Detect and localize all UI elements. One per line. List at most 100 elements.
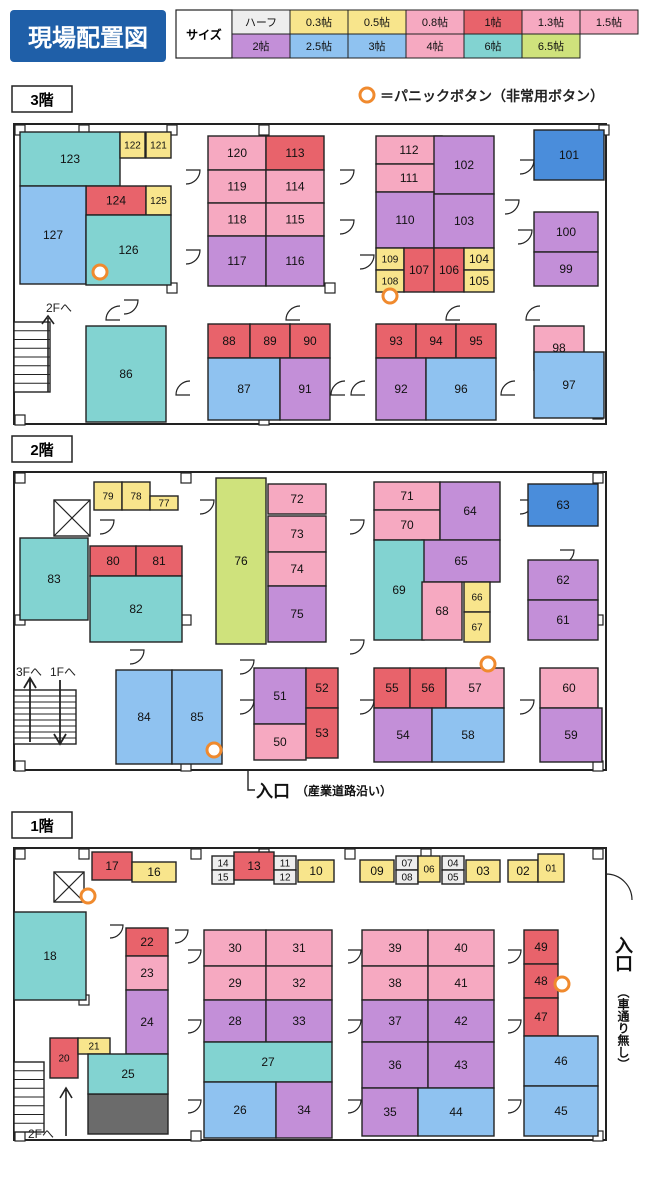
unit-109[interactable]: 109 (375, 247, 405, 271)
unit-06[interactable]: 06 (417, 855, 441, 883)
unit-20[interactable]: 20 (49, 1037, 79, 1079)
unit-92[interactable]: 92 (375, 357, 427, 421)
unit-56[interactable]: 56 (409, 667, 447, 709)
unit-107[interactable]: 107 (403, 247, 435, 293)
unit-127[interactable]: 127 (19, 185, 87, 285)
unit-86[interactable]: 86 (85, 325, 167, 423)
unit-69[interactable]: 69 (373, 539, 425, 641)
unit-90[interactable]: 90 (289, 323, 331, 359)
unit-26[interactable]: 26 (203, 1081, 277, 1139)
unit-03[interactable]: 03 (465, 859, 501, 883)
unit-97[interactable]: 97 (533, 351, 605, 419)
unit-125[interactable]: 125 (145, 185, 172, 216)
unit-95[interactable]: 95 (455, 323, 497, 359)
unit-49[interactable]: 49 (523, 929, 559, 965)
unit-102[interactable]: 102 (433, 135, 495, 195)
unit-46[interactable]: 46 (523, 1035, 599, 1087)
unit-117[interactable]: 117 (207, 235, 267, 287)
unit-57[interactable]: 57 (445, 667, 505, 709)
unit-88[interactable]: 88 (207, 323, 251, 359)
unit-84[interactable]: 84 (115, 669, 173, 765)
unit-73[interactable]: 73 (267, 515, 327, 553)
unit-53[interactable]: 53 (305, 707, 339, 759)
unit-38[interactable]: 38 (361, 965, 429, 1001)
unit-32[interactable]: 32 (265, 965, 333, 1001)
unit-110[interactable]: 110 (375, 191, 435, 249)
unit-10[interactable]: 10 (297, 859, 335, 883)
unit-22[interactable]: 22 (125, 927, 169, 957)
unit-94[interactable]: 94 (415, 323, 457, 359)
unit-67[interactable]: 67 (463, 611, 491, 643)
unit-60[interactable]: 60 (539, 667, 599, 709)
unit-39[interactable]: 39 (361, 929, 429, 967)
unit-40[interactable]: 40 (427, 929, 495, 967)
unit-55[interactable]: 55 (373, 667, 411, 709)
unit-33[interactable]: 33 (265, 999, 333, 1043)
unit-115[interactable]: 115 (265, 202, 325, 237)
unit-119[interactable]: 119 (207, 169, 267, 204)
unit-76[interactable]: 76 (215, 477, 267, 645)
unit-05[interactable]: 05 (441, 869, 465, 885)
unit-51[interactable]: 51 (253, 667, 307, 725)
unit-18[interactable]: 18 (13, 911, 87, 1001)
unit-96[interactable]: 96 (425, 357, 497, 421)
unit-111[interactable]: 111 (375, 163, 443, 193)
unit-72[interactable]: 72 (267, 483, 327, 515)
unit-106[interactable]: 106 (433, 247, 465, 293)
unit-80[interactable]: 80 (89, 545, 137, 577)
unit-25[interactable]: 25 (87, 1053, 169, 1095)
unit-23[interactable]: 23 (125, 955, 169, 991)
unit-68[interactable]: 68 (421, 581, 463, 641)
unit-28[interactable]: 28 (203, 999, 267, 1043)
unit-100[interactable]: 100 (533, 211, 599, 253)
unit-81[interactable]: 81 (135, 545, 183, 577)
unit-105[interactable]: 105 (463, 269, 495, 293)
unit-89[interactable]: 89 (249, 323, 291, 359)
unit-71[interactable]: 71 (373, 481, 441, 511)
unit-31[interactable]: 31 (265, 929, 333, 967)
unit-93[interactable]: 93 (375, 323, 417, 359)
unit-37[interactable]: 37 (361, 999, 429, 1043)
unit-44[interactable]: 44 (417, 1087, 495, 1137)
unit-14[interactable]: 14 (211, 855, 235, 871)
unit-74[interactable]: 74 (267, 551, 327, 587)
unit-21[interactable]: 21 (77, 1037, 111, 1055)
unit-124[interactable]: 124 (85, 185, 147, 216)
unit-78[interactable]: 78 (121, 481, 151, 511)
unit-01[interactable]: 01 (537, 853, 565, 883)
unit-24[interactable]: 24 (125, 989, 169, 1055)
unit-122[interactable]: 122 (119, 131, 146, 159)
unit-36[interactable]: 36 (361, 1041, 429, 1089)
unit-99[interactable]: 99 (533, 251, 599, 287)
unit-42[interactable]: 42 (427, 999, 495, 1043)
unit-16[interactable]: 16 (131, 861, 177, 883)
unit-103[interactable]: 103 (433, 193, 495, 249)
unit-35[interactable]: 35 (361, 1087, 419, 1137)
unit-70[interactable]: 70 (373, 509, 441, 541)
unit-48[interactable]: 48 (523, 963, 559, 999)
unit-58[interactable]: 58 (431, 707, 505, 763)
unit-64[interactable]: 64 (439, 481, 501, 541)
unit-87[interactable]: 87 (207, 357, 281, 421)
unit-91[interactable]: 91 (279, 357, 331, 421)
unit-83[interactable]: 83 (19, 537, 89, 621)
unit-08[interactable]: 08 (395, 869, 419, 885)
unit-126[interactable]: 126 (85, 214, 172, 286)
unit-04[interactable]: 04 (441, 855, 465, 871)
unit-118[interactable]: 118 (207, 202, 267, 237)
unit-62[interactable]: 62 (527, 559, 599, 601)
unit-50[interactable]: 50 (253, 723, 307, 761)
unit-41[interactable]: 41 (427, 965, 495, 1001)
unit-02[interactable]: 02 (507, 859, 539, 883)
unit-116[interactable]: 116 (265, 235, 325, 287)
unit-104[interactable]: 104 (463, 247, 495, 271)
unit-82[interactable]: 82 (89, 575, 183, 643)
unit-65[interactable]: 65 (421, 539, 501, 583)
unit-30[interactable]: 30 (203, 929, 267, 967)
unit-11[interactable]: 11 (273, 855, 297, 871)
unit-54[interactable]: 54 (373, 707, 433, 763)
unit-123[interactable]: 123 (19, 131, 121, 187)
unit-12[interactable]: 12 (273, 869, 297, 885)
unit-07[interactable]: 07 (395, 855, 419, 871)
unit-114[interactable]: 114 (265, 169, 325, 204)
